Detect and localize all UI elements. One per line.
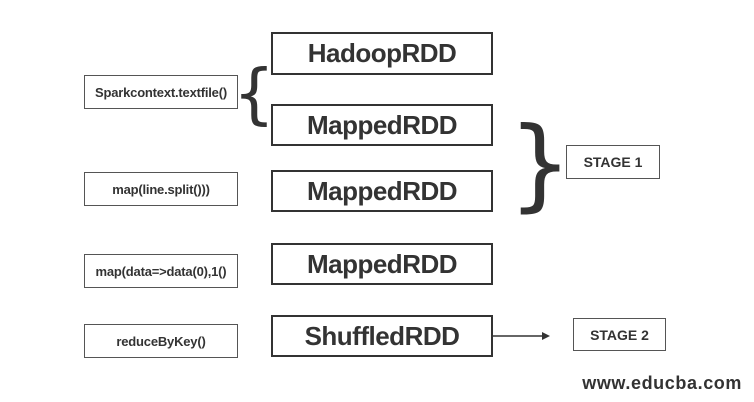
- stage-2-box: STAGE 2: [573, 318, 666, 351]
- right-brace-icon: }: [508, 105, 572, 222]
- stage-1-box: STAGE 1: [566, 145, 660, 179]
- rdd-label: MappedRDD: [306, 175, 458, 206]
- op-reducebykey: reduceByKey(): [84, 324, 238, 358]
- op-label: map(line.split())): [112, 181, 210, 197]
- stage-label: STAGE 1: [583, 154, 643, 170]
- rdd-shuffled: ShuffledRDD: [271, 315, 493, 357]
- rdd-mapped-3: MappedRDD: [271, 243, 493, 285]
- stage-label: STAGE 2: [590, 326, 649, 343]
- rdd-mapped-2: MappedRDD: [271, 170, 493, 212]
- op-map-line-split: map(line.split())): [84, 172, 238, 206]
- op-sparkcontext-textfile: Sparkcontext.textfile(): [84, 75, 238, 109]
- left-brace-icon: {: [233, 55, 275, 132]
- op-label: reduceByKey(): [116, 333, 206, 349]
- rdd-hadoop: HadoopRDD: [271, 32, 493, 75]
- op-label: Sparkcontext.textfile(): [95, 84, 227, 100]
- arrow-to-stage-2: [492, 332, 550, 340]
- rdd-label: HadoopRDD: [307, 38, 457, 68]
- rdd-label: MappedRDD: [306, 109, 458, 140]
- op-label: map(data=>data(0),1(): [95, 263, 227, 279]
- rdd-label: MappedRDD: [306, 248, 458, 279]
- rdd-label: ShuffledRDD: [304, 320, 460, 351]
- watermark-text: www.educba.com: [582, 373, 742, 393]
- rdd-mapped-1: MappedRDD: [271, 104, 493, 146]
- op-map-data: map(data=>data(0),1(): [84, 254, 238, 288]
